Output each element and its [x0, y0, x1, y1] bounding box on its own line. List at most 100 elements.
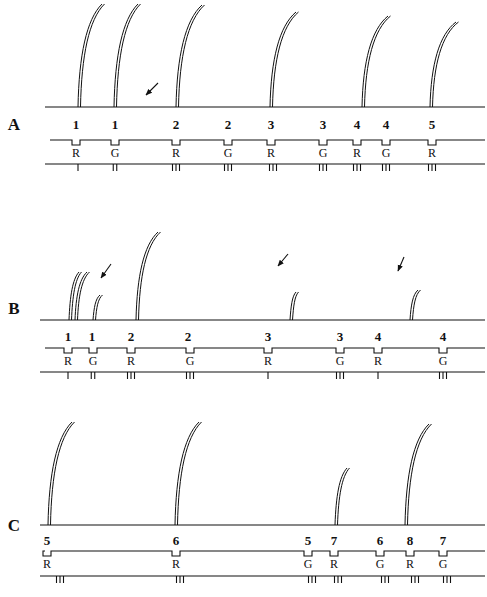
signal-letter: G	[382, 147, 391, 159]
stimulus-number: 1	[89, 330, 96, 343]
time-tick	[127, 372, 128, 379]
time-tick	[389, 164, 390, 171]
time-tick	[336, 372, 337, 379]
contraction-curve	[433, 22, 459, 107]
time-tick	[172, 164, 173, 171]
contraction-curve	[405, 424, 429, 525]
pointer-arrow	[278, 254, 288, 266]
time-tick	[77, 164, 78, 171]
contraction-curve	[51, 422, 75, 525]
time-tick	[341, 576, 342, 583]
baseline	[40, 319, 485, 320]
time-tick	[227, 164, 228, 171]
signal-letter: G	[224, 147, 233, 159]
time-tick	[337, 576, 338, 583]
panel-label: A	[8, 116, 20, 133]
contraction-curve	[430, 22, 456, 107]
time-tick	[384, 576, 385, 583]
time-tick	[418, 576, 419, 583]
time-tick	[439, 372, 440, 379]
time-tick	[442, 372, 443, 379]
signal-letter: R	[172, 558, 180, 570]
stimulus-number: 4	[383, 118, 390, 131]
stimulus-number: 8	[407, 534, 414, 547]
signal-letter: R	[428, 147, 436, 159]
time-tick	[381, 576, 382, 583]
time-tick	[443, 576, 444, 583]
time-tick	[311, 576, 312, 583]
stimulus-number: 7	[440, 534, 447, 547]
signal-line	[45, 348, 485, 353]
stimulus-number: 7	[331, 534, 338, 547]
time-tick	[446, 576, 447, 583]
stimulus-number: 3	[265, 330, 272, 343]
contraction-curve	[408, 424, 432, 525]
signal-letter: R	[330, 558, 338, 570]
contraction-curve	[362, 16, 388, 107]
contraction-curve	[413, 290, 421, 320]
contraction-curve	[365, 16, 391, 107]
time-tick	[186, 372, 187, 379]
time-tick	[130, 372, 131, 379]
signal-letter: G	[439, 558, 448, 570]
time-tick	[308, 576, 309, 583]
signal-line	[50, 140, 485, 145]
stimulus-number: 1	[73, 118, 80, 131]
time-tick	[116, 164, 117, 171]
stimulus-number: 5	[429, 118, 436, 131]
time-tick	[446, 372, 447, 379]
signal-letter: G	[304, 558, 313, 570]
signal-letter: G	[111, 147, 120, 159]
time-tick	[179, 576, 180, 583]
time-tick	[414, 576, 415, 583]
time-tick	[189, 372, 190, 379]
time-tick	[356, 164, 357, 171]
contraction-curve	[175, 422, 199, 525]
time-tick	[388, 576, 389, 583]
time-tick	[134, 372, 135, 379]
record-panel	[40, 232, 485, 379]
time-tick	[382, 164, 383, 171]
time-tick	[63, 576, 64, 583]
time-tick	[193, 372, 194, 379]
signal-letter: G	[439, 355, 448, 367]
contraction-curve	[117, 4, 141, 107]
time-tick	[183, 576, 184, 583]
baseline	[40, 524, 485, 525]
time-tick	[272, 164, 273, 171]
contraction-curve	[78, 272, 90, 320]
time-tick	[56, 576, 57, 583]
time-tick	[231, 164, 232, 171]
signal-letter: G	[89, 355, 98, 367]
contraction-curve	[270, 12, 296, 107]
time-tick	[176, 576, 177, 583]
time-tick	[334, 576, 335, 583]
time-tick	[377, 372, 378, 379]
time-tick	[353, 164, 354, 171]
time-tick	[360, 164, 361, 171]
time-tick	[435, 164, 436, 171]
panel-label: B	[8, 300, 19, 317]
stimulus-number: 2	[173, 118, 180, 131]
stimulus-number: 5	[44, 534, 51, 547]
signal-letter: G	[186, 355, 195, 367]
time-tick	[385, 164, 386, 171]
time-tick	[450, 576, 451, 583]
time-tick	[343, 372, 344, 379]
time-tick	[94, 372, 95, 379]
contraction-curve	[273, 12, 299, 107]
time-tick	[224, 164, 225, 171]
stimulus-number: 4	[440, 330, 447, 343]
signal-letter: R	[267, 147, 275, 159]
signal-letter: G	[319, 147, 328, 159]
time-tick	[326, 164, 327, 171]
time-tick	[276, 164, 277, 171]
stimulus-number: 2	[225, 118, 232, 131]
contraction-curve	[81, 4, 105, 107]
signal-letter: R	[64, 355, 72, 367]
panel-label: C	[8, 517, 20, 534]
time-tick	[269, 164, 270, 171]
signal-letter: G	[336, 355, 345, 367]
contraction-curve	[75, 272, 87, 320]
